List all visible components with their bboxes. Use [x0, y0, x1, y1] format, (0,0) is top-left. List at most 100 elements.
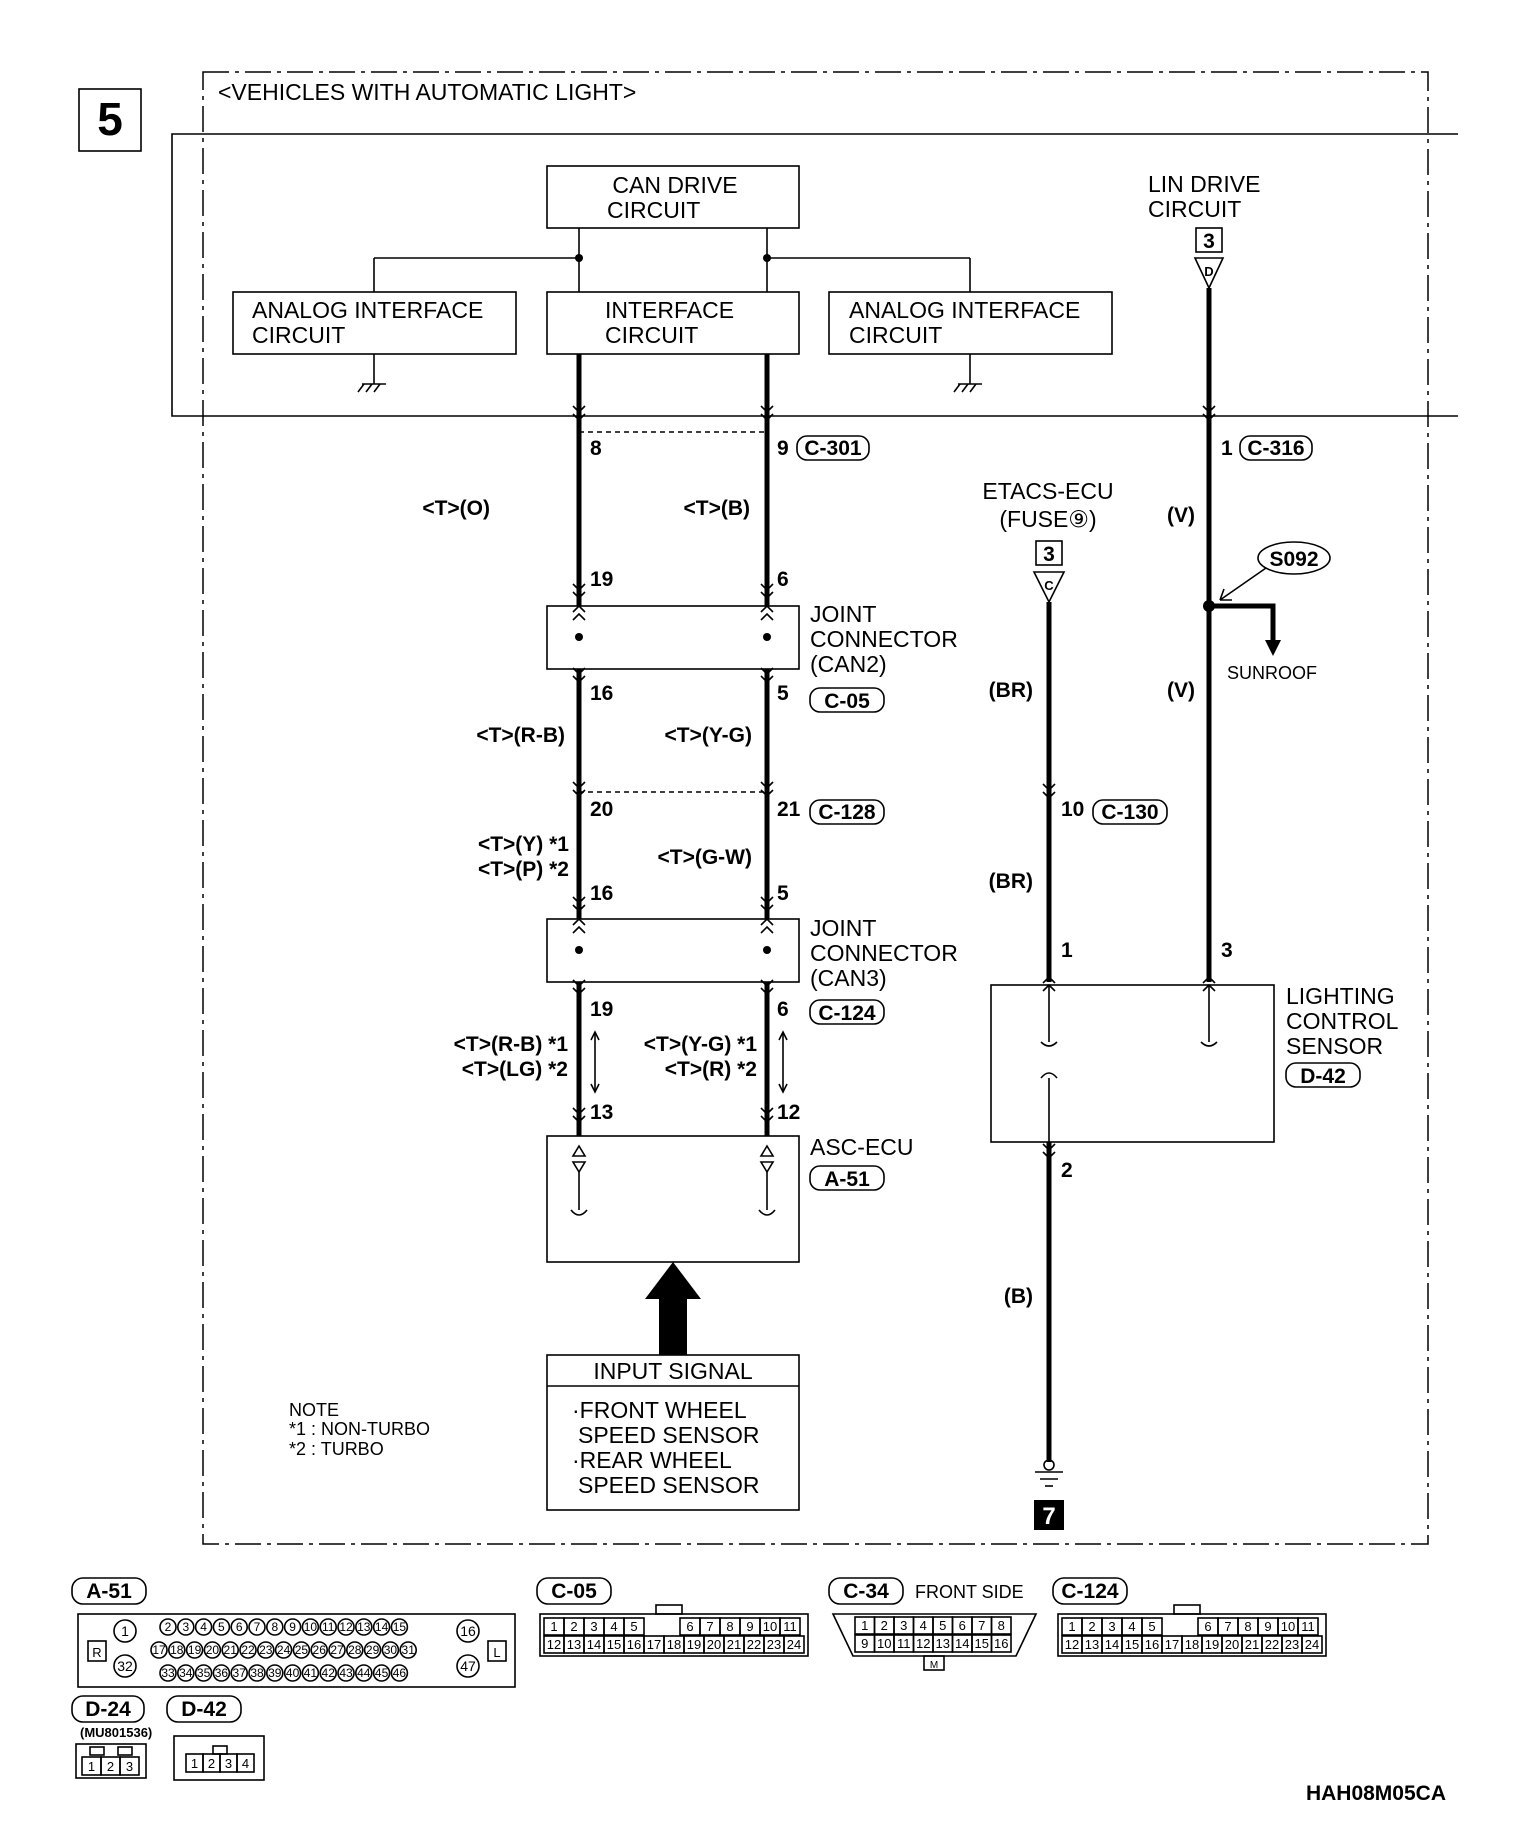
connector-pin: 33 [161, 1666, 175, 1680]
svg-text:C-301: C-301 [804, 437, 862, 460]
can-drive-circuit [546, 165, 800, 229]
sunroof-wire [1209, 603, 1276, 640]
connector-pin: 14 [375, 1620, 389, 1634]
arrow-down-icon [1265, 640, 1281, 656]
connector-pin: 16 [994, 1636, 1008, 1651]
connector-pin: 31 [402, 1643, 416, 1657]
connector-pin: 9 [1264, 1619, 1271, 1634]
connector-pin: 5 [939, 1618, 946, 1633]
svg-text:(CAN2): (CAN2) [810, 651, 887, 677]
svg-text:2: 2 [1061, 1159, 1073, 1182]
svg-text:5: 5 [777, 882, 789, 905]
svg-text:CAN DRIVE: CAN DRIVE [612, 172, 737, 198]
part-number: (MU801536) [80, 1725, 152, 1740]
transceiver-icon [570, 1144, 588, 1216]
svg-text:D: D [1204, 264, 1213, 279]
connector-pin: 19 [687, 1637, 701, 1652]
sunroof-label: SUNROOF [1227, 663, 1317, 683]
connector-pin: 4 [920, 1618, 927, 1633]
connector-pin: 15 [975, 1636, 989, 1651]
svg-text:21: 21 [777, 798, 801, 821]
connector-pin: 44 [357, 1666, 371, 1680]
connector-pin: 1 [1068, 1619, 1075, 1634]
connector-pin: 3 [590, 1619, 597, 1634]
svg-text:16: 16 [590, 682, 613, 705]
connector-pin: 16 [1145, 1637, 1159, 1652]
connector-pin: 1 [88, 1759, 95, 1774]
svg-text:SPEED SENSOR: SPEED SENSOR [578, 1472, 760, 1498]
connector-pin: 4 [200, 1620, 207, 1634]
svg-text:JOINT: JOINT [810, 915, 876, 941]
connector-pin: 3 [126, 1759, 133, 1774]
connector-pin: 4 [1128, 1619, 1135, 1634]
svg-text:·FRONT WHEEL: ·FRONT WHEEL [572, 1397, 747, 1423]
connector-pin: 13 [357, 1620, 371, 1634]
etacs-label: ETACS-ECU [982, 478, 1113, 504]
svg-text:M: M [930, 1660, 938, 1671]
joint-connector-can2 [546, 605, 800, 670]
lin-ref-box [1195, 227, 1223, 253]
svg-text:INPUT SIGNAL: INPUT SIGNAL [593, 1358, 753, 1384]
svg-text:C: C [1044, 578, 1054, 593]
connector-pin: 2 [881, 1618, 888, 1633]
frame-title: <VEHICLES WITH AUTOMATIC LIGHT> [218, 79, 636, 105]
ground-ref-box [1034, 1500, 1064, 1530]
svg-text:CIRCUIT: CIRCUIT [605, 322, 698, 348]
connector-pin: 36 [215, 1666, 229, 1680]
svg-text:9: 9 [777, 437, 789, 460]
svg-text:C-130: C-130 [1101, 801, 1158, 824]
connector-pin: 9 [861, 1636, 868, 1651]
analog-interface-left [232, 291, 517, 355]
connector-pin: 11 [1301, 1619, 1315, 1634]
ground-icon [953, 383, 982, 393]
svg-text:8: 8 [590, 437, 602, 460]
wire-color-label: <T>(Y-G) [664, 724, 752, 747]
connector-pin: 23 [1285, 1637, 1299, 1652]
svg-text:1: 1 [1221, 437, 1233, 460]
svg-text:INTERFACE: INTERFACE [605, 297, 734, 323]
connector-pin: 7 [1224, 1619, 1231, 1634]
svg-text:6: 6 [777, 568, 789, 591]
connector-pin: 6 [959, 1618, 966, 1633]
connector-pin: 16 [627, 1637, 641, 1652]
svg-text:C-05: C-05 [551, 1580, 597, 1603]
wire-color-label: (BR) [989, 870, 1033, 893]
svg-text:CIRCUIT: CIRCUIT [607, 197, 700, 223]
connector-pin: 19 [1205, 1637, 1219, 1652]
connector-label-c05 [536, 1577, 612, 1605]
wire-color-label: <T>(P) *2 [478, 858, 569, 881]
connector-pin: 19 [188, 1643, 202, 1657]
connector-pin: 42 [322, 1666, 336, 1680]
ground-icon [1035, 1459, 1063, 1487]
connector-pin: 20 [707, 1637, 721, 1652]
connector-pin: 32 [117, 1658, 133, 1674]
wire-color-label: <T>(R-B) [476, 724, 565, 747]
svg-text:16: 16 [590, 882, 613, 905]
connector-pin: 9 [289, 1620, 296, 1634]
lighting-control-sensor [990, 984, 1275, 1143]
input-signal-box [546, 1354, 800, 1511]
connector-pin: 5 [630, 1619, 637, 1634]
connector-pin: 2 [165, 1620, 172, 1634]
svg-text:C-124: C-124 [1061, 1580, 1119, 1603]
connector-pin: 22 [747, 1637, 761, 1652]
sensor-internal-icon [1040, 985, 1218, 1142]
connector-pin: 9 [746, 1619, 753, 1634]
connector-pin: 2 [107, 1759, 114, 1774]
connector-pin: 12 [916, 1636, 930, 1651]
wire-color-label: <T>(B) [683, 497, 750, 520]
connector-pin: 21 [224, 1643, 238, 1657]
connector-pin: 13 [1085, 1637, 1099, 1652]
svg-text:19: 19 [590, 568, 613, 591]
svg-text:CIRCUIT: CIRCUIT [1148, 196, 1241, 222]
transceiver-icon [758, 1144, 776, 1216]
connector-pin: 38 [250, 1666, 264, 1680]
connector-pin: 3 [182, 1620, 189, 1634]
svg-text:C-34: C-34 [843, 1580, 889, 1603]
connector-pin: 28 [348, 1643, 362, 1657]
connector-pin: 20 [1225, 1637, 1239, 1652]
